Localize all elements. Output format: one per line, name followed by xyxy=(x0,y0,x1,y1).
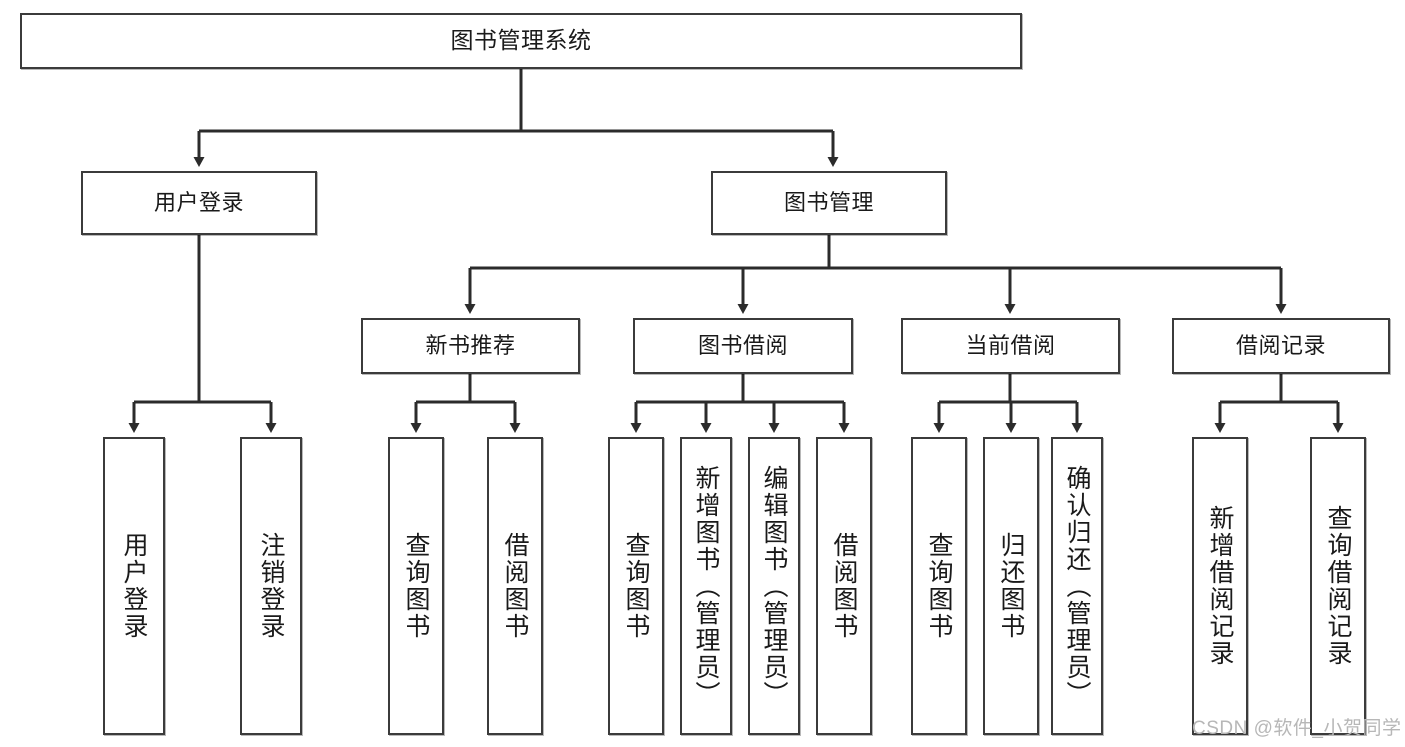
node-leaf-user-logout-label: 注销登录 xyxy=(257,532,285,640)
node-book-borrow-label: 图书借阅 xyxy=(697,332,788,358)
node-leaf-add-book-admin-label: 新增图书（管理员） xyxy=(692,464,720,708)
node-leaf-confirm-return-admin[interactable]: 确认归还（管理员） xyxy=(1051,437,1103,735)
node-book-borrow[interactable]: 图书借阅 xyxy=(633,318,853,374)
node-leaf-add-borrow-record-label: 新增借阅记录 xyxy=(1206,505,1234,667)
node-root[interactable]: 图书管理系统 xyxy=(20,13,1022,69)
node-user-login[interactable]: 用户登录 xyxy=(81,171,317,235)
node-leaf-query-book-rec-label: 查询图书 xyxy=(402,532,430,640)
node-leaf-query-book-current-label: 查询图书 xyxy=(925,532,953,640)
node-borrow-record[interactable]: 借阅记录 xyxy=(1172,318,1390,374)
node-new-book-recommend-label: 新书推荐 xyxy=(425,332,516,358)
node-current-borrow-label: 当前借阅 xyxy=(965,332,1056,358)
node-leaf-edit-book-admin-label: 编辑图书（管理员） xyxy=(760,464,788,708)
node-leaf-return-book[interactable]: 归还图书 xyxy=(983,437,1039,735)
node-leaf-return-book-label: 归还图书 xyxy=(997,532,1025,640)
node-user-login-label: 用户登录 xyxy=(153,189,244,215)
node-new-book-recommend[interactable]: 新书推荐 xyxy=(361,318,580,374)
node-borrow-record-label: 借阅记录 xyxy=(1235,332,1326,358)
node-leaf-query-borrow-record-label: 查询借阅记录 xyxy=(1324,505,1352,667)
node-leaf-add-book-admin[interactable]: 新增图书（管理员） xyxy=(680,437,732,735)
node-leaf-edit-book-admin[interactable]: 编辑图书（管理员） xyxy=(748,437,800,735)
node-leaf-query-book-borrow[interactable]: 查询图书 xyxy=(608,437,664,735)
node-leaf-borrow-book[interactable]: 借阅图书 xyxy=(816,437,872,735)
csdn-watermark: CSDN @软件_小贺同学 xyxy=(1192,718,1402,739)
node-leaf-query-book-current[interactable]: 查询图书 xyxy=(911,437,967,735)
node-leaf-borrow-book-label: 借阅图书 xyxy=(830,532,858,640)
node-book-manage[interactable]: 图书管理 xyxy=(711,171,947,235)
node-current-borrow[interactable]: 当前借阅 xyxy=(901,318,1120,374)
node-leaf-query-book-borrow-label: 查询图书 xyxy=(622,532,650,640)
node-book-manage-label: 图书管理 xyxy=(783,189,874,215)
node-leaf-borrow-book-rec[interactable]: 借阅图书 xyxy=(487,437,543,735)
node-leaf-user-logout[interactable]: 注销登录 xyxy=(240,437,302,735)
node-leaf-add-borrow-record[interactable]: 新增借阅记录 xyxy=(1192,437,1248,735)
node-leaf-borrow-book-rec-label: 借阅图书 xyxy=(501,532,529,640)
node-leaf-user-login[interactable]: 用户登录 xyxy=(103,437,165,735)
node-leaf-query-borrow-record[interactable]: 查询借阅记录 xyxy=(1310,437,1366,735)
node-root-label: 图书管理系统 xyxy=(450,27,592,54)
node-leaf-query-book-rec[interactable]: 查询图书 xyxy=(388,437,444,735)
node-leaf-user-login-label: 用户登录 xyxy=(120,532,148,640)
node-leaf-confirm-return-admin-label: 确认归还（管理员） xyxy=(1063,464,1091,708)
